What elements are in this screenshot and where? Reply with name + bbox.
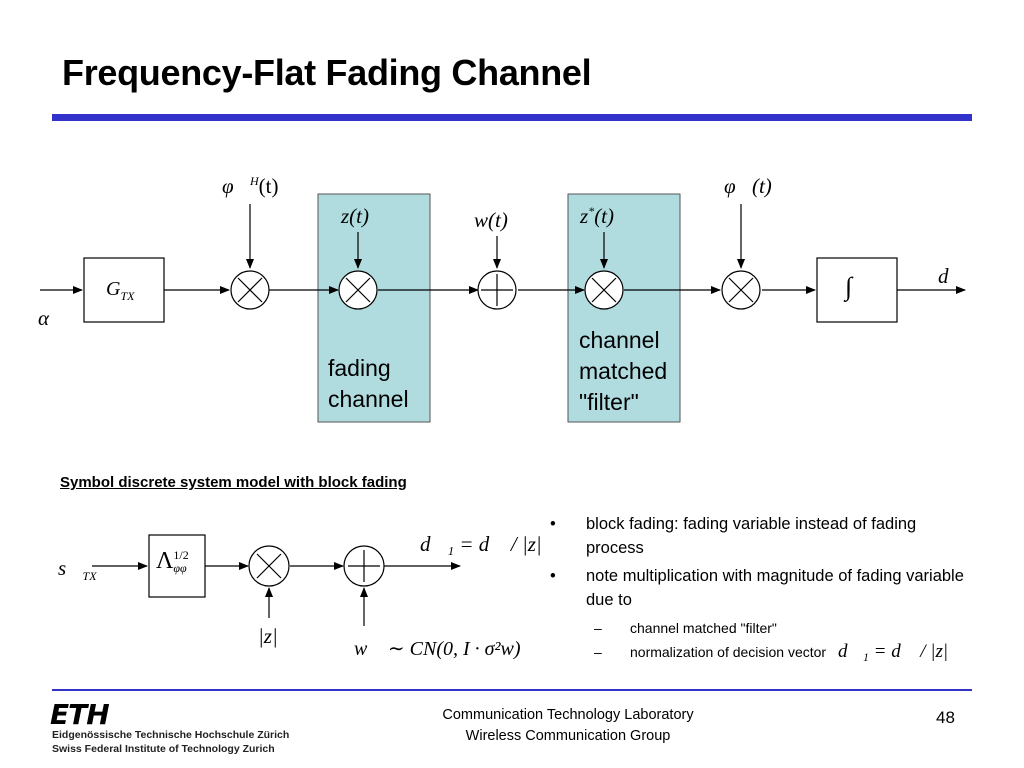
integrator-block <box>816 257 898 323</box>
phi-h-argument: (t) <box>258 174 279 198</box>
title-divider <box>52 114 972 121</box>
phi-h-superscript: H <box>249 174 259 188</box>
tx-filter-subscript: TX <box>120 289 135 303</box>
lambda-block <box>148 534 206 598</box>
output-d-label: d⃗ <box>938 264 965 288</box>
tx-filter-label: GTX <box>106 278 134 304</box>
fading-channel-line: channel <box>328 386 409 412</box>
matched-filter-line: "filter" <box>579 389 639 415</box>
multiplier-node <box>248 545 290 587</box>
multiplier-node <box>338 270 378 310</box>
input-s-subscript: TX <box>82 569 97 584</box>
multiplier-node <box>584 270 624 310</box>
phi-h-label: φ⃗H(t) <box>222 174 278 199</box>
matched-filter-label: channel matched "filter" <box>579 325 667 418</box>
institution-line: Swiss Federal Institute of Technology Zu… <box>52 743 275 755</box>
fading-channel-line: fading <box>328 355 391 381</box>
multiplier-node <box>230 270 270 310</box>
sub-bullet-text: normalization of decision vector <box>630 644 827 660</box>
footer-group-info: Communication Technology Laboratory Wire… <box>400 705 736 747</box>
bullet-list: block fading: fading variable instead of… <box>548 512 968 664</box>
footer-divider <box>52 689 972 691</box>
page-number: 48 <box>936 708 955 727</box>
institution-line: Eidgenössische Technische Hochschule Zür… <box>52 729 290 741</box>
lambda-superscript: 1/2 <box>173 548 189 563</box>
mag-z-label: |z| <box>258 624 278 648</box>
output-eq-label: d⃗₁ = d⃗ / |z| <box>420 532 542 556</box>
system-block-diagram <box>40 193 966 423</box>
lambda-symbol: Λ <box>156 548 174 574</box>
section-subtitle: Symbol discrete system model with block … <box>60 474 407 491</box>
tx-filter-symbol: G <box>106 278 121 300</box>
input-alpha-label: α⃗ <box>38 306 66 330</box>
normalization-eq: d⃗₁ = d⃗ / |z| <box>838 641 949 662</box>
noise-distribution-label: w⃗ ∼ CN(0, I · σ²w) <box>354 638 521 660</box>
adder-node <box>477 270 517 310</box>
phi-h-symbol: φ⃗ <box>222 174 250 198</box>
z-label: z(t) <box>341 204 369 228</box>
adder-node <box>343 545 385 587</box>
integrator-symbol: ∫ <box>845 272 853 301</box>
fading-channel-label: fading channel <box>328 353 409 415</box>
bullet-item: note multiplication with magnitude of fa… <box>548 564 968 612</box>
slide-title: Frequency-Flat Fading Channel <box>62 52 592 93</box>
sub-bullet-item: channel matched "filter" <box>548 616 968 640</box>
input-s-label: s⃗TX <box>58 556 97 584</box>
fading-channel-box <box>317 193 431 423</box>
z-conj-symbol: z <box>580 204 589 228</box>
matched-filter-line: channel <box>579 327 660 353</box>
tx-filter-block <box>83 257 165 323</box>
noise-label: w(t) <box>474 208 508 232</box>
multiplier-node <box>721 270 761 310</box>
bullet-item: block fading: fading variable instead of… <box>548 512 968 560</box>
z-conj-argument: (t) <box>594 204 615 228</box>
input-s-symbol: s⃗ <box>58 556 83 580</box>
eth-logo: ETH <box>50 698 110 731</box>
sub-bullet-item: normalization of decision vector d⃗₁ = d… <box>548 640 968 664</box>
matched-filter-box <box>567 193 681 423</box>
lambda-subscript: φφ <box>173 561 187 576</box>
z-conj-superscript: * <box>588 204 595 218</box>
phi-label: φ⃗(t) <box>724 174 772 198</box>
footer-group: Wireless Communication Group <box>465 728 671 744</box>
discrete-model-diagram <box>92 534 461 626</box>
footer-lab: Communication Technology Laboratory <box>442 707 694 723</box>
z-conj-label: z*(t) <box>580 204 614 229</box>
matched-filter-line: matched <box>579 358 668 384</box>
